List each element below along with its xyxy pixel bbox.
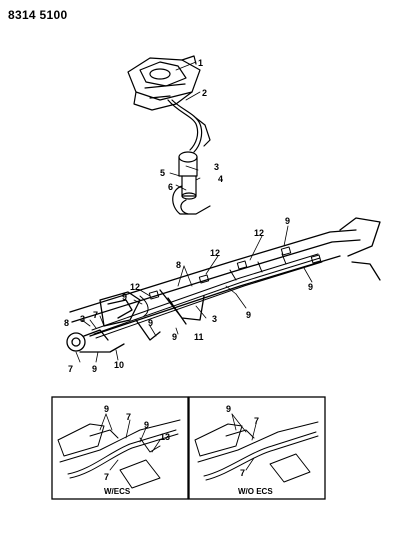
callout-9-right: 9 bbox=[308, 282, 313, 292]
inset-right-caption: W/O ECS bbox=[238, 487, 273, 496]
callout-10: 10 bbox=[114, 360, 124, 370]
inset-left-caption: W/ECS bbox=[104, 487, 131, 496]
callout-8-left: 8 bbox=[64, 318, 69, 328]
callout-12-mid: 12 bbox=[210, 248, 220, 258]
callout-labels: 1 2 3 5 4 6 9 12 12 8 9 9 3 11 12 9 9 9 … bbox=[64, 58, 313, 374]
callout-8-mid: 8 bbox=[176, 260, 181, 270]
callout-3-mid: 3 bbox=[212, 314, 217, 324]
inset-right-w-o-ecs: 9 7 7 W/O ECS bbox=[188, 396, 326, 500]
callout-5: 5 bbox=[160, 168, 165, 178]
canister-valve-assembly bbox=[172, 151, 211, 215]
inset-left-callout-9a: 9 bbox=[104, 404, 109, 414]
callout-12-right: 12 bbox=[254, 228, 264, 238]
callout-6: 6 bbox=[168, 182, 173, 192]
callout-4: 4 bbox=[218, 174, 223, 184]
inset-left-callout-9b: 9 bbox=[144, 420, 149, 430]
callout-9-center: 9 bbox=[246, 310, 251, 320]
inset-right-callout-9: 9 bbox=[226, 404, 231, 414]
vehicle-frame bbox=[66, 217, 381, 353]
inset-right-callout-7b: 7 bbox=[240, 468, 245, 478]
inset-left-callout-13: 13 bbox=[160, 432, 170, 442]
leader-lines bbox=[75, 61, 313, 363]
inset-right-callout-7a: 7 bbox=[254, 416, 259, 426]
callout-3: 3 bbox=[214, 162, 219, 172]
inset-left-callout-7b: 7 bbox=[104, 472, 109, 482]
callout-7-left-bottom: 7 bbox=[68, 364, 73, 374]
inset-left-w-ecs: 9 7 9 13 7 W/ECS bbox=[51, 396, 189, 500]
carburetor-assembly bbox=[127, 55, 201, 111]
callout-9-bottom: 9 bbox=[92, 364, 97, 374]
document-id: 8314 5100 bbox=[8, 8, 68, 22]
callout-9-top: 9 bbox=[285, 216, 290, 226]
callout-7-left-top: 7 bbox=[93, 310, 98, 320]
callout-11: 11 bbox=[194, 332, 204, 342]
callout-9-lower: 9 bbox=[172, 332, 177, 342]
inset-left-callout-7a: 7 bbox=[126, 412, 131, 422]
callout-9-left: 9 bbox=[122, 292, 127, 302]
callout-9-mid-lower: 9 bbox=[148, 318, 153, 328]
vapor-lines-along-frame bbox=[91, 253, 323, 339]
line-clips bbox=[148, 246, 322, 300]
callout-12-left: 12 bbox=[130, 282, 140, 292]
callout-3-left: 3 bbox=[80, 314, 85, 324]
callout-2: 2 bbox=[202, 88, 207, 98]
vapor-hose-upper bbox=[167, 99, 211, 153]
callout-1: 1 bbox=[198, 58, 203, 68]
